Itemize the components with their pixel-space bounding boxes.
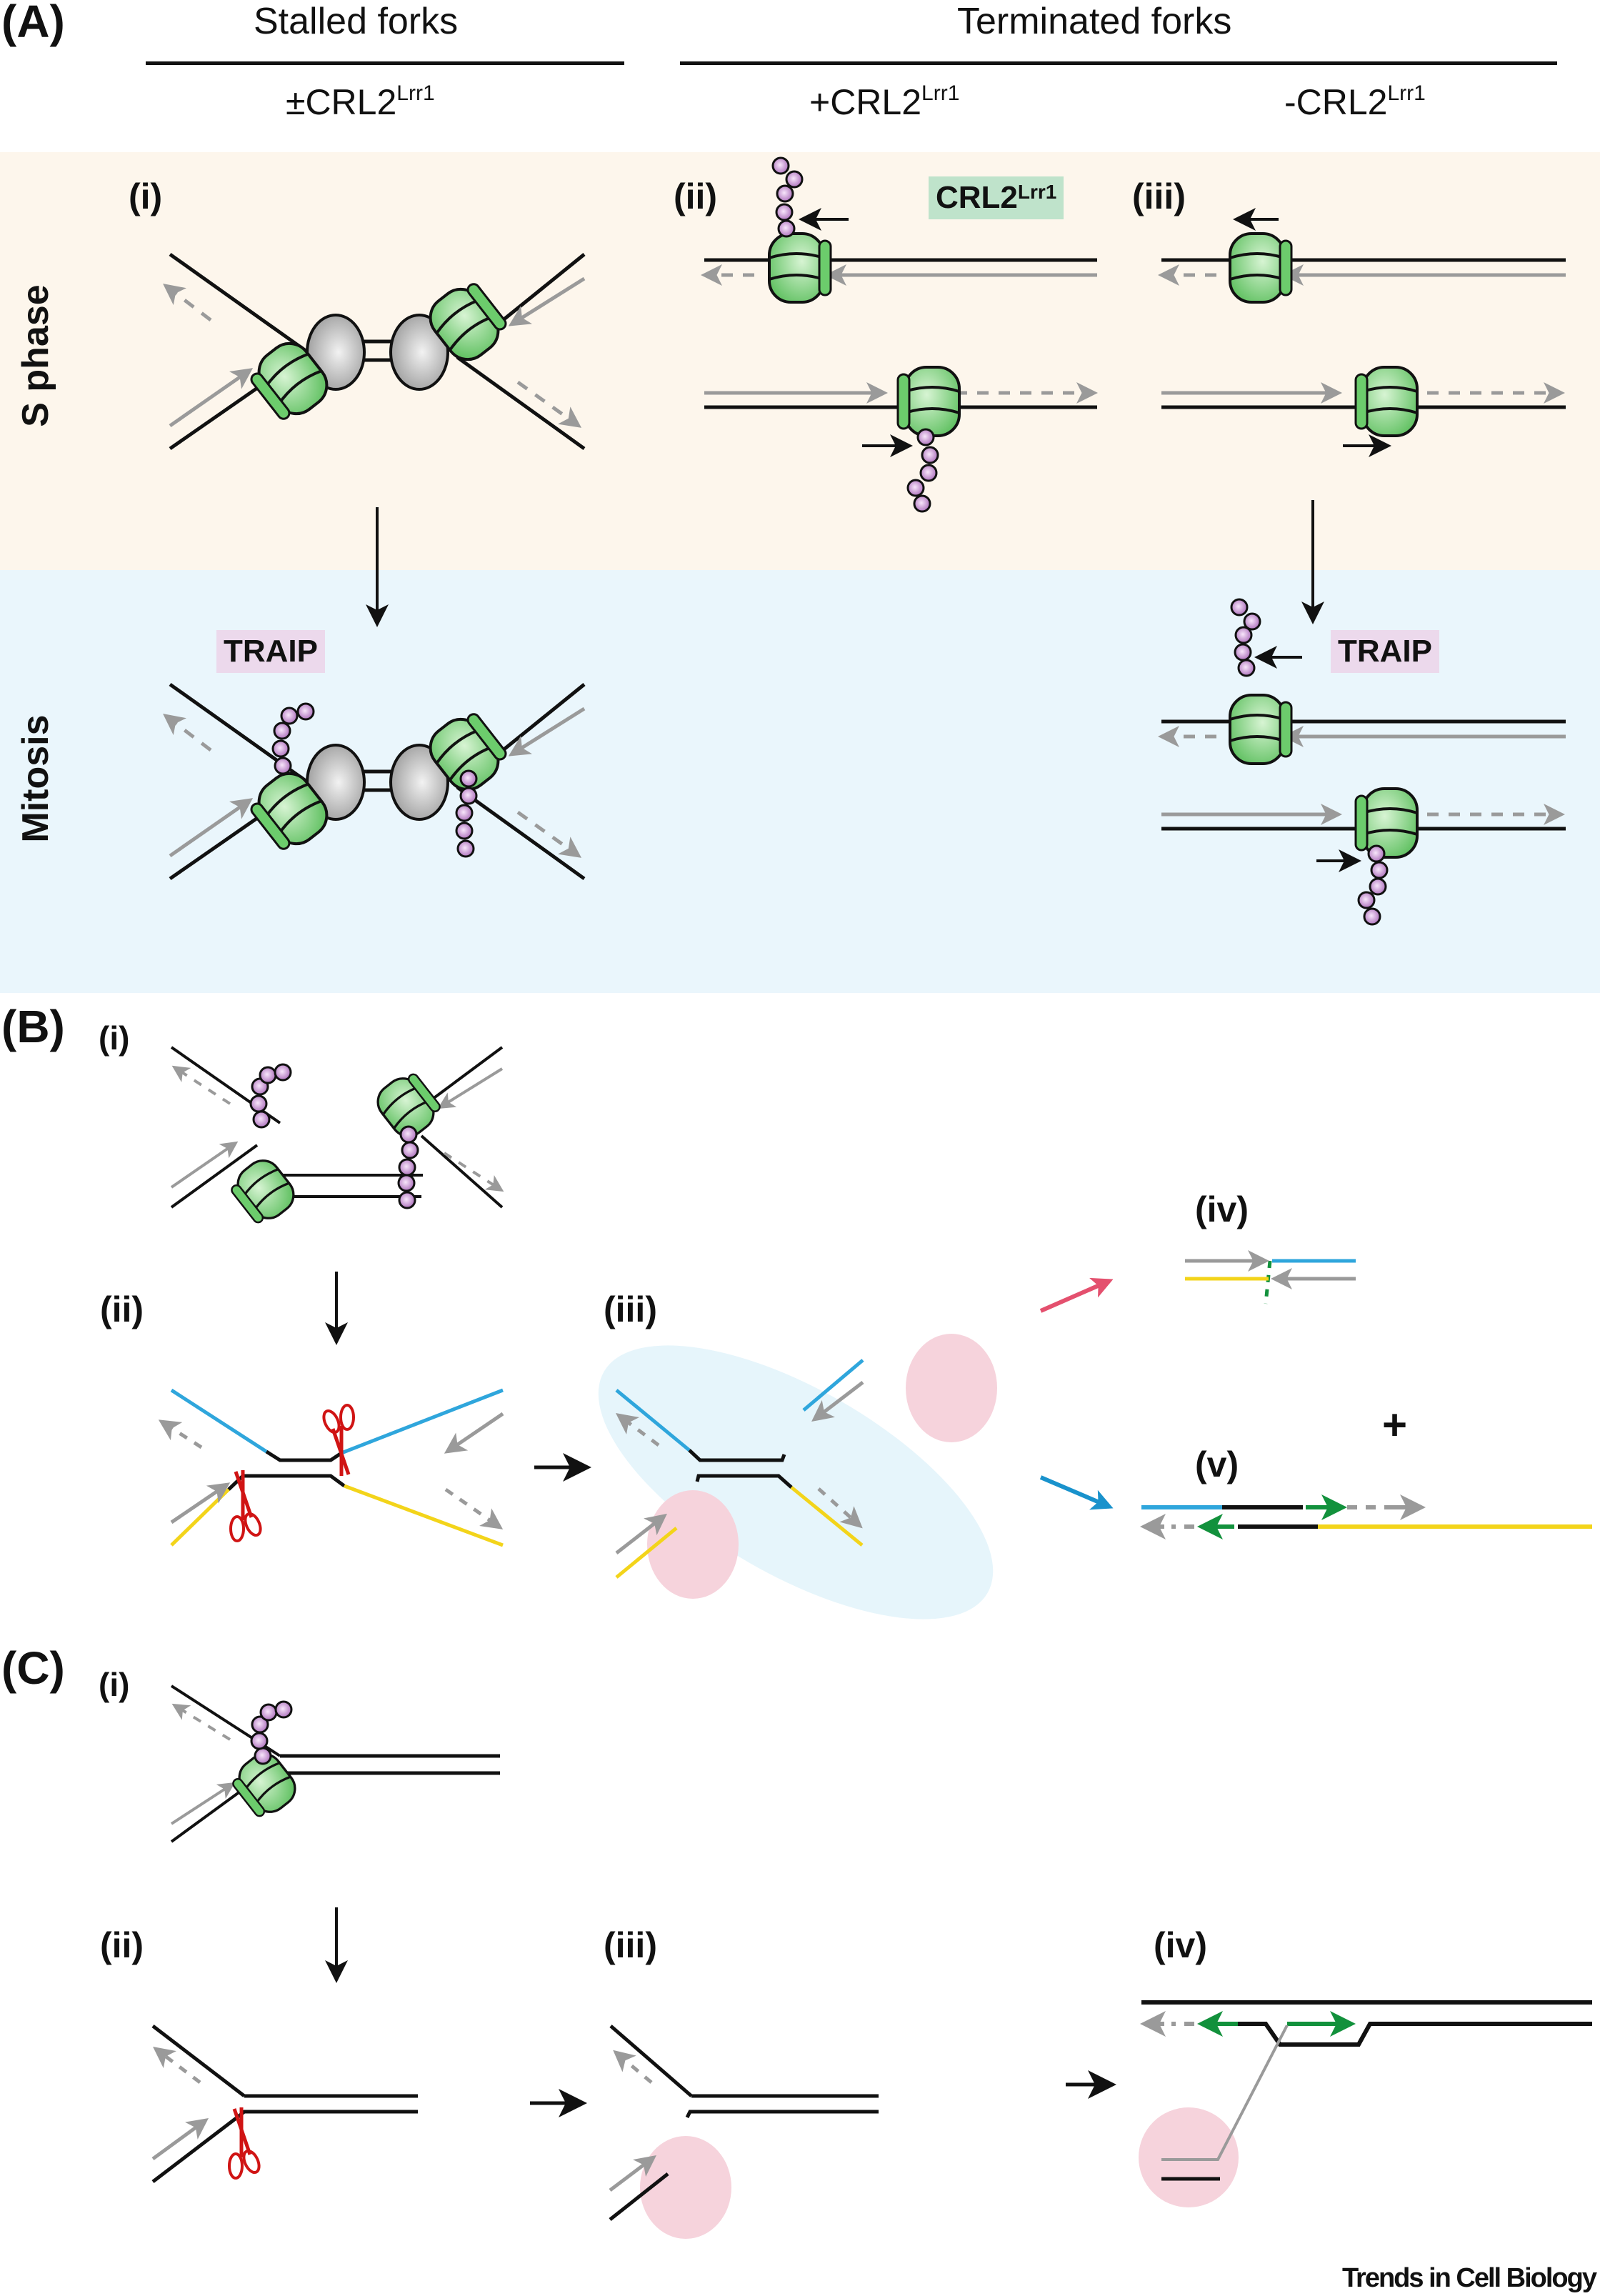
subpanel-b-iii: (iii) bbox=[604, 1289, 657, 1329]
subpanel-a-ii: (ii) bbox=[674, 176, 718, 216]
subpanel-b-v: (v) bbox=[1195, 1444, 1239, 1484]
leading-arrow bbox=[169, 368, 254, 428]
subpanel-b-i: (i) bbox=[99, 1019, 130, 1057]
b-iv-nhej-product bbox=[1185, 1250, 1356, 1304]
a-iii-mitosis-fork bbox=[1158, 598, 1566, 926]
b-ii-incised-forks bbox=[158, 1388, 504, 1547]
ubiquitin-chain-icon bbox=[1230, 598, 1261, 677]
lagging-arrow bbox=[163, 283, 212, 321]
tag-text: CRL2 bbox=[936, 180, 1018, 215]
crl2-tag: CRL2Lrr1 bbox=[929, 176, 1064, 219]
pink-blob bbox=[906, 1334, 997, 1442]
cmg-helicase-icon bbox=[1229, 232, 1293, 304]
cmg-helicase-icon bbox=[225, 1152, 302, 1230]
plus-sign: + bbox=[1382, 1401, 1408, 1449]
condition-text: -CRL2 bbox=[1284, 82, 1388, 122]
c-iv-break-induced-replication bbox=[1139, 2000, 1592, 2207]
scissors-icon bbox=[321, 1405, 354, 1476]
a-i-mitosis-fork bbox=[163, 682, 586, 881]
cmg-helicase-icon bbox=[896, 366, 961, 437]
subpanel-c-i: (i) bbox=[99, 1666, 130, 1703]
journal-footer: Trends in Cell Biology bbox=[1341, 2263, 1597, 2293]
tag-sup: Lrr1 bbox=[1017, 181, 1057, 203]
header-stalled-forks: Stalled forks bbox=[254, 1, 459, 42]
ubiquitin-chain-icon bbox=[271, 702, 315, 775]
a-ii-terminated-fork bbox=[701, 156, 1098, 513]
red-pathway-arrow bbox=[1039, 1277, 1114, 1313]
blue-pathway-arrow bbox=[1039, 1475, 1114, 1510]
leading-arrow bbox=[508, 276, 586, 326]
a-iii-terminated-fork bbox=[1158, 208, 1566, 457]
condition-sup: Lrr1 bbox=[921, 81, 960, 105]
divider-terminated bbox=[680, 61, 1557, 65]
condition-pm-crl2: ±CRL2Lrr1 bbox=[286, 81, 435, 122]
condition-minus-crl2: -CRL2Lrr1 bbox=[1284, 81, 1426, 122]
c-i-single-fork bbox=[170, 1684, 500, 1843]
cmg-helicase-icon bbox=[1354, 366, 1419, 437]
a-i-stalled-fork bbox=[163, 252, 586, 451]
subpanel-c-iii: (iii) bbox=[604, 1925, 657, 1965]
ubiquitin-chain-icon bbox=[906, 428, 939, 513]
subpanel-c-ii: (ii) bbox=[100, 1925, 144, 1965]
cmg-helicase-icon bbox=[1229, 694, 1293, 765]
grey-protein bbox=[389, 314, 449, 391]
lagging-arrow bbox=[516, 380, 582, 428]
condition-text: +CRL2 bbox=[809, 82, 922, 122]
panel-c-label: (C) bbox=[1, 1642, 65, 1694]
parental-strand bbox=[169, 375, 274, 451]
condition-text: ±CRL2 bbox=[286, 82, 397, 122]
b-iii-broken-fork bbox=[598, 1334, 997, 1619]
traip-tag-left: TRAIP bbox=[216, 630, 325, 673]
divider-stalled bbox=[146, 61, 624, 65]
ubiquitin-chain-icon bbox=[771, 156, 804, 238]
panel-b-label: (B) bbox=[1, 1001, 65, 1052]
b-v-bir-product bbox=[1140, 1494, 1592, 1539]
cmg-helicase-icon bbox=[1354, 787, 1419, 859]
parental-strand bbox=[456, 355, 586, 451]
pink-blob bbox=[640, 2136, 731, 2239]
panel-a-label: (A) bbox=[1, 0, 65, 47]
cmg-helicase-icon bbox=[768, 232, 832, 304]
c-iii-one-ended-break bbox=[609, 2025, 879, 2239]
pink-blob bbox=[1139, 2107, 1239, 2207]
condition-plus-crl2: +CRL2Lrr1 bbox=[809, 81, 960, 122]
condition-sup: Lrr1 bbox=[396, 81, 435, 105]
subpanel-c-iv: (iv) bbox=[1154, 1925, 1207, 1965]
blue-blob bbox=[598, 1345, 994, 1619]
ubiquitin-chain-icon bbox=[1357, 844, 1389, 926]
pink-blob bbox=[647, 1490, 739, 1599]
subpanel-a-iii: (iii) bbox=[1132, 176, 1186, 216]
c-ii-incised-fork bbox=[151, 2025, 418, 2183]
header-terminated-forks: Terminated forks bbox=[957, 1, 1232, 42]
subpanel-b-iv: (iv) bbox=[1195, 1189, 1249, 1229]
b-i-converged-forks bbox=[170, 1046, 504, 1230]
condition-sup: Lrr1 bbox=[1387, 81, 1426, 105]
subpanel-b-ii: (ii) bbox=[100, 1289, 144, 1329]
traip-tag-right: TRAIP bbox=[1331, 630, 1439, 673]
subpanel-a-i: (i) bbox=[129, 176, 163, 216]
